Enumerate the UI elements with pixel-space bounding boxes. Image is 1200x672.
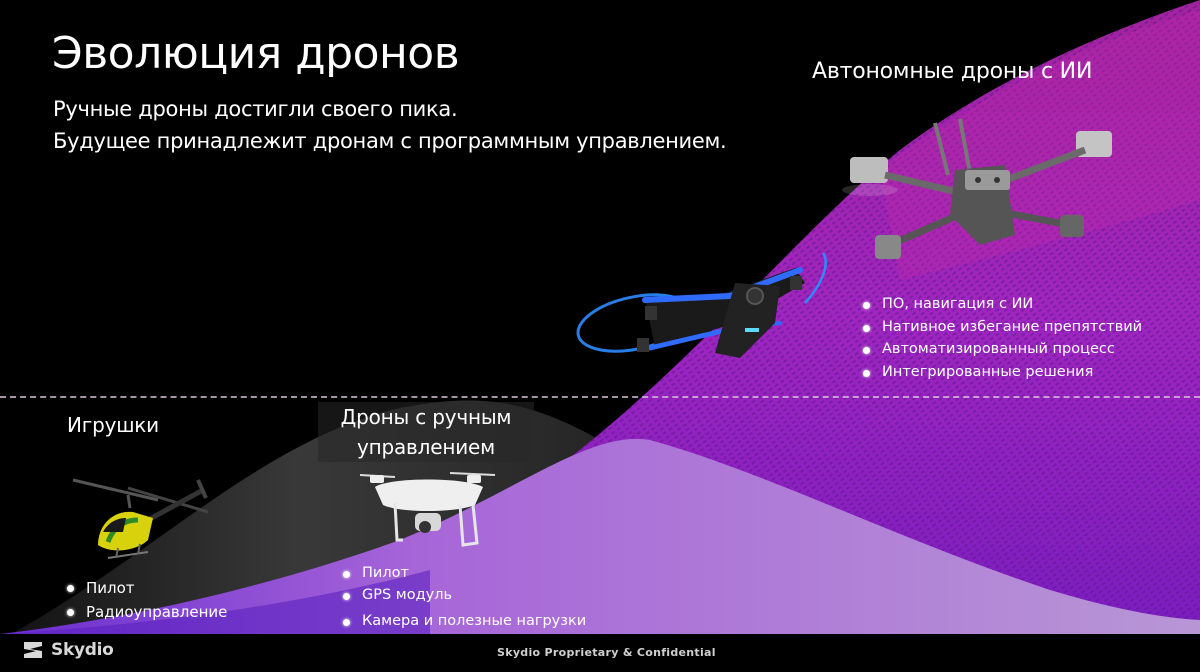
- category-manual-label: Дроны с ручным управлением: [318, 402, 534, 462]
- skydio-logo: Skydio: [22, 640, 114, 660]
- category-autonomous-label: Автономные дроны с ИИ: [812, 59, 1093, 84]
- list-item: Интегрированные решения: [860, 361, 1142, 384]
- category-manual-label-line-1: Дроны с ручным: [340, 405, 512, 429]
- toys-features-list: Пилот Радиоуправление: [64, 576, 227, 624]
- gray-skydio-x2-drone-icon: [842, 118, 1112, 259]
- category-manual-label-line-2: управлением: [356, 435, 495, 459]
- list-item: Камера и полезные нагрузки: [340, 610, 586, 632]
- subtitle-line-1: Ручные дроны достигли своего пика.: [53, 97, 458, 121]
- list-item: Нативное избегание препятствий: [860, 316, 1142, 339]
- list-item: Радиоуправление: [64, 600, 227, 624]
- peak-dashed-line: [0, 396, 1200, 398]
- category-toys-label: Игрушки: [67, 413, 159, 437]
- list-item: Автоматизированный процесс: [860, 338, 1142, 361]
- page-title: Эволюция дронов: [52, 28, 460, 79]
- subtitle-line-2: Будущее принадлежит дронам с программным…: [53, 129, 727, 153]
- manual-features-list: Пилот GPS модуль Камера и полезные нагру…: [340, 562, 586, 632]
- subtitle: Ручные дроны достигли своего пика. Будущ…: [53, 93, 727, 157]
- list-item: Пилот: [340, 562, 586, 584]
- logo-text: Skydio: [51, 640, 114, 660]
- toy-helicopter-icon: [72, 478, 209, 559]
- confidential-notice: Skydio Proprietary & Confidential: [497, 646, 716, 659]
- blue-skydio-drone-icon: [576, 252, 827, 358]
- autonomous-features-list: ПО, навигация с ИИ Нативное избегание пр…: [860, 293, 1142, 383]
- list-item: Пилот: [64, 576, 227, 600]
- list-item: ПО, навигация с ИИ: [860, 293, 1142, 316]
- list-item: GPS модуль: [340, 584, 586, 606]
- skydio-logo-icon: [24, 642, 42, 658]
- white-quadcopter-icon: [359, 472, 496, 547]
- footer-bar: [0, 634, 1200, 672]
